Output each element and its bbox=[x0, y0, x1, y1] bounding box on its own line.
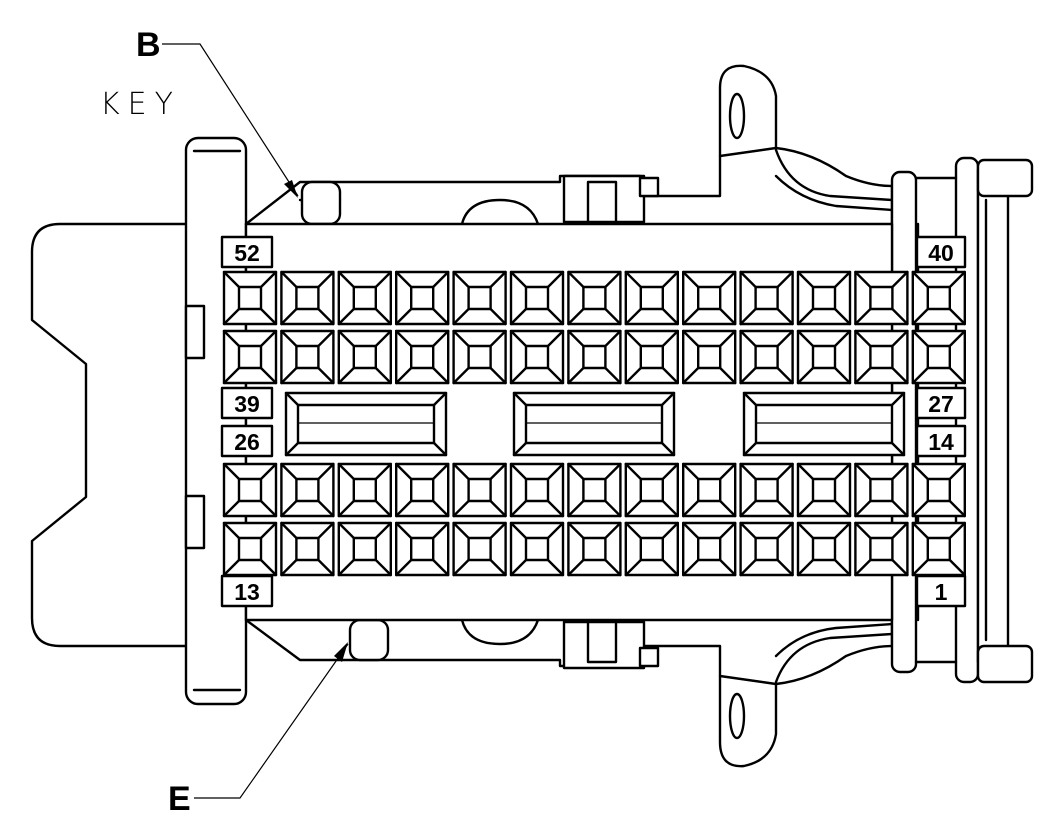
pin-cavity bbox=[567, 270, 622, 326]
svg-text:13: 13 bbox=[234, 579, 260, 605]
pin-cavity bbox=[509, 462, 565, 518]
pin-cavity bbox=[682, 521, 737, 577]
pin-cavity bbox=[682, 462, 737, 518]
key-bump bbox=[300, 180, 342, 226]
pin-cavity bbox=[739, 329, 794, 385]
callout-arrowhead-b bbox=[284, 180, 298, 198]
pin-cavity bbox=[739, 462, 794, 518]
svg-text:1: 1 bbox=[935, 579, 948, 605]
pin-cavity bbox=[222, 521, 278, 577]
svg-text:40: 40 bbox=[928, 240, 954, 266]
pin-label-39: 39 bbox=[220, 386, 274, 420]
pin-cavity bbox=[395, 270, 450, 326]
pin-label-52: 52 bbox=[220, 235, 274, 269]
svg-text:27: 27 bbox=[928, 391, 954, 417]
right-tab-bottom bbox=[976, 644, 1034, 684]
pin-cavity bbox=[624, 521, 679, 577]
center-slot bbox=[284, 391, 448, 457]
pin-cavity bbox=[854, 329, 909, 385]
pin-label-27: 27 bbox=[915, 386, 967, 420]
callout-leader-e bbox=[194, 643, 349, 799]
flange-tab-upper bbox=[184, 304, 206, 360]
svg-text:14: 14 bbox=[928, 429, 954, 455]
pin-cavity bbox=[280, 462, 335, 518]
pin-cavity bbox=[222, 462, 278, 518]
mounting-ear-bottom bbox=[718, 674, 778, 768]
pin-cavity bbox=[337, 462, 392, 518]
flange-tab-lower bbox=[184, 494, 206, 550]
pin-cavity bbox=[395, 462, 450, 518]
callout-letter-b: B bbox=[136, 26, 161, 64]
callout-key-note: KEY bbox=[100, 87, 181, 122]
left-flange bbox=[184, 136, 248, 706]
pin-cavity bbox=[854, 270, 909, 326]
pin-cavity bbox=[854, 521, 909, 577]
pin-cavity bbox=[280, 270, 335, 326]
pin-cavity bbox=[911, 329, 966, 385]
pin-cavity bbox=[337, 270, 392, 326]
callout-letter-e: E bbox=[168, 780, 191, 818]
pin-cavity bbox=[624, 270, 679, 326]
pin-cavity bbox=[567, 521, 622, 577]
pin-cavity bbox=[567, 329, 622, 385]
right-tab-top bbox=[976, 158, 1034, 198]
pin-cavity bbox=[452, 462, 507, 518]
pin-cavity bbox=[337, 329, 392, 385]
pin-cavity bbox=[854, 462, 909, 518]
pin-cavity bbox=[222, 270, 278, 326]
pin-cavity bbox=[624, 329, 679, 385]
pin-cavity bbox=[796, 270, 852, 326]
pin-cavity bbox=[452, 329, 507, 385]
pin-cavity bbox=[337, 521, 392, 577]
center-slot bbox=[742, 391, 906, 457]
pin-cavity bbox=[395, 521, 450, 577]
polarization-notch bbox=[348, 618, 390, 662]
pin-cavity bbox=[624, 462, 679, 518]
pin-cavity bbox=[509, 270, 565, 326]
pin-label-13: 13 bbox=[220, 574, 274, 608]
center-slot bbox=[512, 391, 676, 457]
pin-cavity bbox=[739, 270, 794, 326]
pin-cavity bbox=[796, 521, 852, 577]
pin-cavity bbox=[280, 521, 335, 577]
pin-label-40: 40 bbox=[915, 235, 967, 269]
pin-label-14: 14 bbox=[915, 424, 967, 458]
pin-cavity bbox=[567, 462, 622, 518]
left-shroud bbox=[30, 222, 188, 648]
pin-cavity bbox=[911, 521, 966, 577]
callout-arrowhead-e bbox=[334, 642, 348, 662]
pin-cavity bbox=[682, 270, 737, 326]
pin-cavity bbox=[395, 329, 450, 385]
svg-text:52: 52 bbox=[234, 240, 260, 266]
center-slots bbox=[284, 391, 906, 457]
pin-cavity bbox=[796, 329, 852, 385]
pin-cavity bbox=[452, 521, 507, 577]
pin-cavity bbox=[509, 329, 565, 385]
pin-cavity bbox=[280, 329, 335, 385]
pin-cavity bbox=[911, 270, 966, 326]
callout-leader-b bbox=[162, 43, 299, 197]
pin-cavity bbox=[682, 329, 737, 385]
pin-cavity bbox=[509, 521, 565, 577]
svg-text:26: 26 bbox=[234, 429, 260, 455]
pin-label-26: 26 bbox=[220, 424, 274, 458]
pin-cavity bbox=[222, 329, 278, 385]
pin-cavity bbox=[796, 462, 852, 518]
svg-text:39: 39 bbox=[234, 391, 260, 417]
cavity-grid bbox=[222, 270, 966, 577]
pin-cavity bbox=[452, 270, 507, 326]
pin-label-1: 1 bbox=[915, 574, 967, 608]
mounting-ear-top bbox=[718, 64, 778, 158]
pin-cavity bbox=[911, 462, 966, 518]
pin-cavity bbox=[739, 521, 794, 577]
